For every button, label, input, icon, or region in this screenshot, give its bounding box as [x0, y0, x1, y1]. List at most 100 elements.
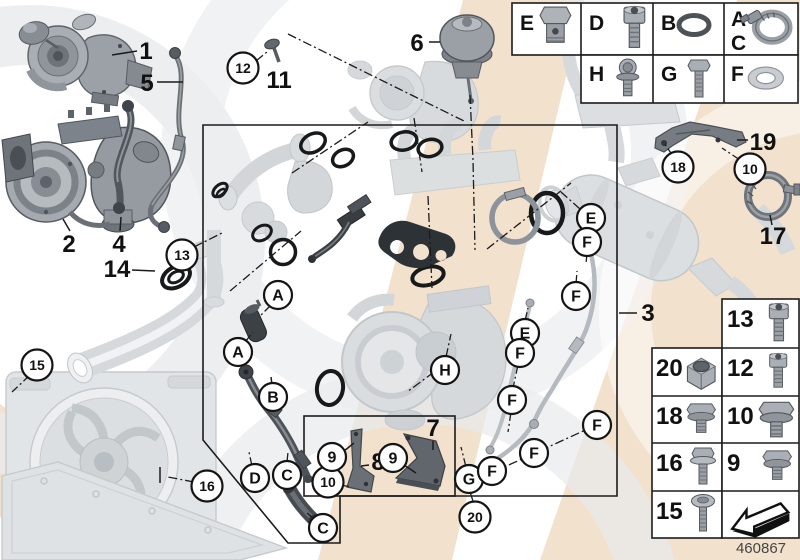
callout-C2[interactable]: C [307, 512, 339, 544]
callout-A[interactable]: A [262, 279, 294, 311]
svg-text:F: F [582, 235, 592, 252]
legend-cell-F[interactable]: F [731, 63, 744, 86]
callout-F5[interactable]: F [581, 409, 613, 441]
callout-16[interactable]: 16 [190, 469, 224, 503]
callout-D[interactable]: D [239, 462, 271, 494]
screw-11 [264, 38, 281, 63]
circled-callouts: 12 13 15 16 18 10 20 10 9 9 A A B D C C … [20, 51, 767, 544]
svg-text:10: 10 [320, 474, 336, 490]
exhaust-clamp-17 [744, 171, 800, 221]
callout-13[interactable]: 13 [165, 238, 199, 272]
svg-text:A: A [272, 288, 284, 305]
legend-cell-G[interactable]: G [661, 63, 677, 86]
svg-text:H: H [439, 363, 451, 380]
callout-18[interactable]: 18 [661, 150, 695, 184]
hardware-cell-9[interactable]: 9 [727, 450, 740, 477]
callout-15[interactable]: 15 [20, 348, 54, 382]
callout-B[interactable]: B [257, 381, 289, 413]
callout-F6[interactable]: F [518, 437, 550, 469]
rubber-sleeve-A [239, 299, 267, 343]
v-band-clamp [489, 186, 541, 245]
svg-text:D: D [249, 471, 261, 488]
ghost-exhaust-manifold-inner [389, 115, 521, 196]
turbocharger-1 [18, 13, 153, 107]
svg-text:A: A [232, 345, 244, 362]
svg-text:15: 15 [29, 357, 45, 373]
hardware-cell-15[interactable]: 15 [656, 498, 683, 525]
callout-C[interactable]: C [271, 459, 303, 491]
fastener-legend: E D B A C H G F [511, 2, 799, 104]
svg-text:G: G [463, 472, 475, 489]
label-6[interactable]: 6 [410, 30, 423, 57]
hardware-cell-10[interactable]: 10 [727, 403, 754, 430]
svg-text:F: F [571, 289, 581, 306]
legend-cell-H[interactable]: H [589, 63, 604, 86]
svg-text:F: F [507, 393, 517, 410]
main-diagram-box [202, 124, 618, 544]
label-1[interactable]: 1 [139, 38, 152, 65]
svg-text:10: 10 [742, 161, 758, 177]
callout-10b[interactable]: 10 [311, 465, 345, 499]
turbocharger-2 [1, 104, 172, 233]
callout-10[interactable]: 10 [733, 152, 767, 186]
number-labels: 1 5 2 4 6 3 7 8 11 14 17 19 [62, 30, 786, 476]
svg-text:E: E [586, 211, 597, 228]
svg-text:9: 9 [389, 451, 398, 468]
svg-text:C: C [317, 521, 329, 538]
callout-H[interactable]: H [429, 354, 461, 386]
legend-cell-A[interactable]: A [731, 8, 746, 31]
svg-text:F: F [529, 446, 539, 463]
hardware-cell-12[interactable]: 12 [727, 355, 754, 382]
callout-F4[interactable]: F [496, 384, 528, 416]
hardware-cell-18[interactable]: 18 [656, 403, 683, 430]
svg-text:C: C [281, 468, 293, 485]
label-5[interactable]: 5 [140, 70, 153, 97]
oil-feed-pipe-5 [147, 47, 186, 233]
reference-lines [11, 33, 741, 520]
label-11[interactable]: 11 [266, 67, 291, 94]
label-4[interactable]: 4 [112, 231, 126, 258]
support-bracket-8 [346, 428, 375, 493]
legend-cell-C[interactable]: C [731, 32, 746, 55]
callout-12[interactable]: 12 [226, 51, 260, 85]
callout-20[interactable]: 20 [458, 500, 492, 534]
callout-F7[interactable]: F [476, 455, 508, 487]
label-17[interactable]: 17 [760, 223, 787, 250]
callout-G[interactable]: G [453, 463, 485, 495]
svg-text:E: E [520, 326, 531, 343]
hardware-cell-20[interactable]: 20 [656, 355, 683, 382]
svg-text:B: B [267, 390, 279, 407]
callout-9[interactable]: 9 [316, 441, 348, 473]
label-19[interactable]: 19 [750, 129, 777, 156]
hardware-legend: 20 18 16 15 13 12 10 9 [651, 298, 800, 539]
svg-text:18: 18 [670, 159, 686, 175]
label-7[interactable]: 7 [426, 415, 439, 442]
hardware-cell-16[interactable]: 16 [656, 450, 683, 477]
callout-9b[interactable]: 9 [377, 442, 409, 474]
label-3[interactable]: 3 [641, 300, 654, 327]
callout-E[interactable]: E [575, 202, 607, 234]
label-2[interactable]: 2 [62, 231, 75, 258]
svg-text:9: 9 [328, 450, 337, 467]
svg-text:16: 16 [199, 478, 215, 494]
legend-cell-E[interactable]: E [520, 12, 534, 35]
oil-drain-pipe-4 [113, 100, 135, 214]
svg-text:12: 12 [235, 60, 251, 76]
oil-feed-line-center [308, 193, 372, 263]
ghost-skid-plate [1, 461, 289, 560]
exhaust-bracket-19 [654, 121, 747, 153]
callout-F3[interactable]: F [504, 337, 536, 369]
svg-text:F: F [487, 464, 497, 481]
svg-text:20: 20 [467, 509, 483, 525]
callout-F2[interactable]: F [560, 280, 592, 312]
document-number: 460867 [736, 540, 786, 557]
label-14[interactable]: 14 [104, 256, 131, 283]
callout-F[interactable]: F [571, 226, 603, 258]
legend-cell-B[interactable]: B [661, 12, 676, 35]
legend-cell-D[interactable]: D [589, 12, 604, 35]
callout-A2[interactable]: A [222, 336, 254, 368]
leader-lines [62, 41, 773, 483]
hardware-cell-13[interactable]: 13 [727, 306, 754, 333]
